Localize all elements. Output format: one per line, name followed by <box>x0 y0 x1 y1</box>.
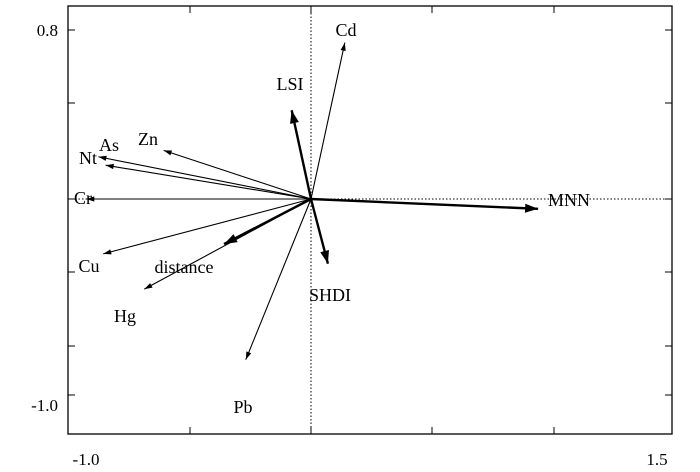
vector-MNN-line <box>310 197 539 210</box>
vector-Pb-arrowhead <box>245 351 252 360</box>
axis-ticks <box>67 6 673 434</box>
vector-As-arrowhead <box>98 155 107 161</box>
plot-border <box>67 5 673 435</box>
y-tick-label-top: 0.8 <box>37 21 58 40</box>
y-tick-label-bottom: -1.0 <box>31 396 58 415</box>
vector-Pb-line <box>245 198 312 360</box>
tick-labels: 0.8 -1.0 -1.0 1.5 <box>31 21 668 469</box>
vector-Cr-arrowhead <box>86 196 95 202</box>
vector-label-As: As <box>99 135 119 155</box>
vector-label-Zn: Zn <box>138 129 158 149</box>
vector-label-Nt: Nt <box>79 148 97 168</box>
vector-Zn-arrowhead <box>163 150 173 156</box>
vector-label-MNN: MNN <box>548 190 590 210</box>
vector-label-Cu: Cu <box>78 256 99 276</box>
vector-distance-arrowhead <box>224 234 238 245</box>
vector-As-line <box>98 156 312 200</box>
vector-LSI-line <box>290 110 313 200</box>
origin-reference-lines <box>68 6 672 434</box>
vector-Cd-line <box>310 42 346 200</box>
vector-Cu-arrowhead <box>103 249 112 255</box>
vector-label-distance: distance <box>155 257 214 277</box>
vector-label-Pb: Pb <box>233 397 252 417</box>
vector-label-Cd: Cd <box>335 20 356 40</box>
vector-Nt-line <box>105 164 312 200</box>
vector-Hg-arrowhead <box>144 283 153 290</box>
vector-MNN-arrowhead <box>524 203 539 213</box>
vectors <box>86 42 539 360</box>
vector-Zn-line <box>163 149 312 200</box>
plot-frame <box>67 5 673 435</box>
vector-Cu-line <box>103 198 312 255</box>
x-tick-label-right: 1.5 <box>646 450 667 469</box>
vector-label-Cr: Cr <box>74 188 92 208</box>
vector-Hg-line <box>144 198 312 290</box>
vector-Cd-arrowhead <box>340 42 346 52</box>
vector-SHDI-arrowhead <box>320 249 329 264</box>
vector-Nt-arrowhead <box>105 163 114 170</box>
x-tick-label-left: -1.0 <box>73 450 100 469</box>
vector-label-SHDI: SHDI <box>309 285 351 305</box>
vector-label-LSI: LSI <box>277 74 304 94</box>
vector-label-Hg: Hg <box>114 306 136 326</box>
vector-LSI-arrowhead <box>290 110 299 124</box>
